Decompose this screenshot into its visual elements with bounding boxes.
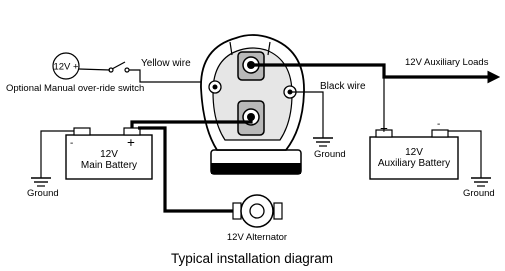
diagram-caption: Typical installation diagram: [171, 251, 333, 266]
ground-icon: [313, 137, 333, 147]
voltage-source-label: 12V +: [53, 62, 79, 73]
aux-battery-ground-wire: [448, 130, 482, 178]
relay-icon: [200, 34, 305, 175]
main-battery-feed-wire: [130, 117, 253, 128]
main-battery-line2: Main Battery: [81, 160, 137, 171]
alternator-icon: [232, 194, 283, 228]
aux-loads-label: 12V Auxiliary Loads: [405, 57, 489, 68]
main-battery-minus: -: [70, 138, 73, 149]
switch-icon: [108, 61, 130, 73]
aux-battery-plus: +: [380, 121, 388, 136]
yellow-wire: [129, 69, 211, 83]
alternator-label: 12V Alternator: [227, 232, 287, 243]
voltage-source: 12V +: [52, 52, 80, 80]
switch-wire-in: [78, 68, 111, 71]
override-switch-label: Optional Manual over-ride switch: [6, 83, 144, 94]
ground-right-label: Ground: [463, 188, 495, 199]
ground-icon: [31, 177, 51, 187]
yellow-wire-label: Yellow wire: [141, 58, 191, 69]
ground-center-label: Ground: [314, 149, 346, 160]
aux-battery-line1: 12V: [405, 147, 423, 158]
alternator-wire: [138, 126, 236, 213]
main-battery-line1: 12V: [100, 149, 118, 160]
main-battery-ground-wire: [40, 130, 74, 178]
main-battery-plus: +: [127, 135, 135, 150]
aux-battery-minus: -: [437, 119, 440, 130]
aux-battery: + - 12V Auxiliary Battery: [369, 119, 459, 180]
black-wire-label: Black wire: [320, 81, 366, 92]
black-wire: [290, 91, 324, 138]
aux-battery-line2: Auxiliary Battery: [378, 158, 450, 169]
ground-icon: [471, 177, 491, 187]
aux-feed-wire: [251, 63, 494, 79]
main-battery: - + 12V Main Battery: [65, 127, 153, 180]
ground-left-label: Ground: [27, 188, 59, 199]
